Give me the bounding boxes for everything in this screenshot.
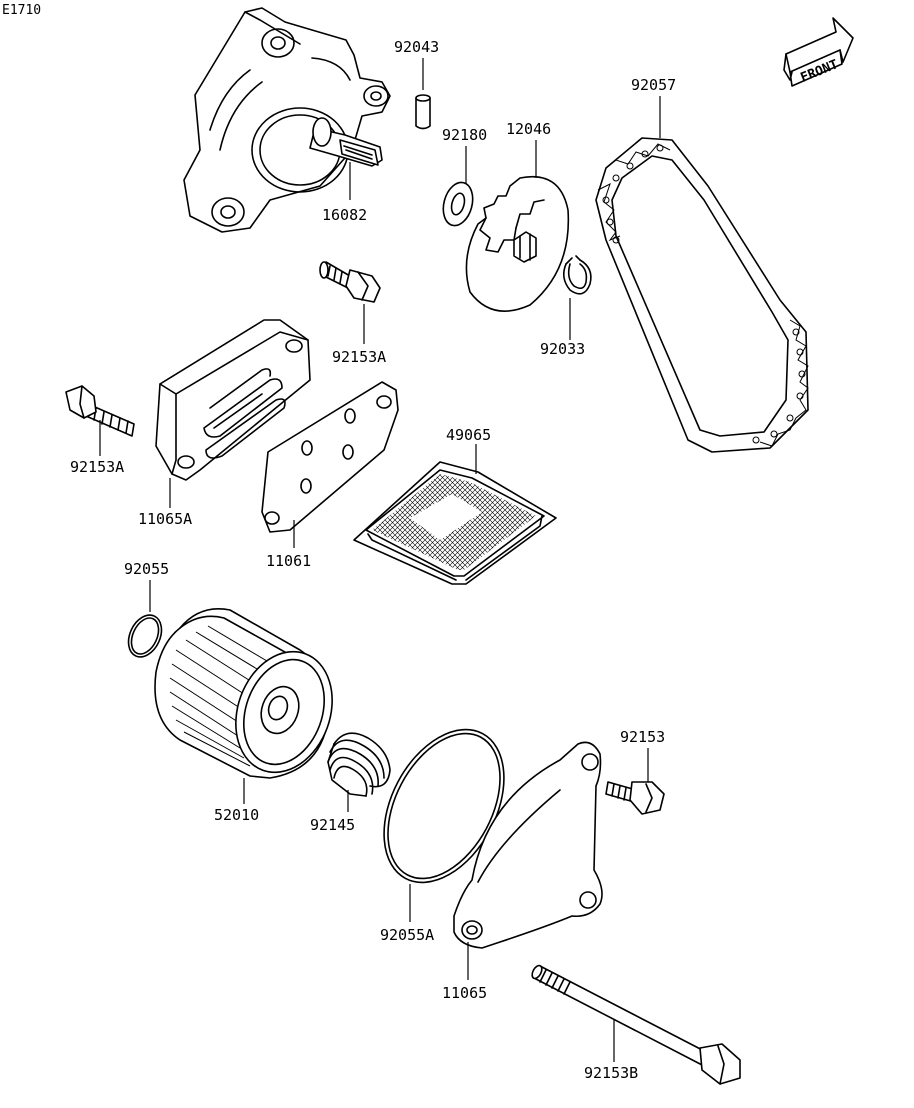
part-number: 92180 <box>442 126 487 144</box>
part-number: 92055 <box>124 560 169 578</box>
spring <box>327 732 391 797</box>
part-number: 92145 <box>310 816 355 834</box>
long-bolt <box>531 964 741 1085</box>
part-number: 12046 <box>506 120 551 138</box>
part-number: 16082 <box>322 206 367 224</box>
part-number: 92153A <box>70 458 124 476</box>
oil-filter <box>154 608 333 779</box>
pin <box>415 94 431 130</box>
filter-cover <box>453 741 603 949</box>
part-number: 92153B <box>584 1064 638 1082</box>
part-number: 92033 <box>540 340 585 358</box>
gasket-plate <box>261 381 399 533</box>
circlip <box>562 255 592 295</box>
sprocket <box>465 176 570 312</box>
part-number: 92055A <box>380 926 434 944</box>
part-number: 11065 <box>442 984 487 1002</box>
part-number: 11061 <box>266 552 311 570</box>
cover-plate <box>155 319 311 481</box>
part-number: 49065 <box>446 426 491 444</box>
front-arrow-icon: FRONT <box>783 17 854 87</box>
part-number: 92043 <box>394 38 439 56</box>
part-number: 11065A <box>138 510 192 528</box>
part-number: 92153 <box>620 728 665 746</box>
bolt-small <box>605 781 665 815</box>
figure-code: E1710 <box>2 3 41 18</box>
chain <box>595 137 809 453</box>
bolt-upper <box>319 261 381 303</box>
part-number: 52010 <box>214 806 259 824</box>
part-number: 92153A <box>332 348 386 366</box>
oil-pump <box>183 7 391 233</box>
part-number: 92057 <box>631 76 676 94</box>
bolt-left <box>65 385 135 437</box>
o-ring <box>127 614 163 658</box>
oil-screen <box>353 461 557 585</box>
washer <box>442 181 474 227</box>
